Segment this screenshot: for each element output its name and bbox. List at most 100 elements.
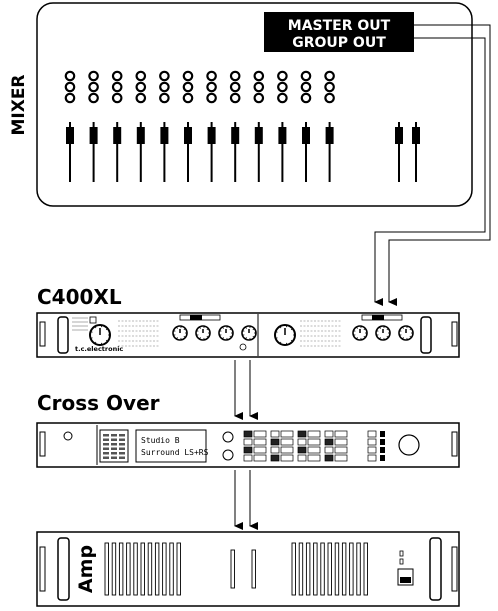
channel-knob: [159, 81, 170, 93]
fader-cap: [160, 127, 169, 144]
channel-strip: [135, 70, 147, 182]
channel-knob: [300, 70, 312, 82]
channel-knob: [111, 70, 123, 82]
group-out-cable: [374, 37, 486, 306]
amp-label: Amp: [75, 545, 97, 593]
channel-knob: [300, 92, 312, 104]
fader-cap: [412, 127, 420, 144]
channel-knob: [324, 70, 335, 82]
master-fader: [412, 122, 420, 182]
crossover-input-b: [222, 449, 234, 461]
group-out-label: GROUP OUT: [292, 35, 386, 51]
crossover-unit: Studio B Surround LS+RS: [36, 422, 460, 468]
channel-knob: [64, 92, 76, 104]
fader-cap: [254, 127, 263, 144]
master-fader: [395, 122, 403, 182]
channel-knob: [206, 70, 217, 82]
c400xl-unit: t.c.electronic: [36, 312, 460, 358]
amp-handle-right: [429, 537, 442, 601]
crossover-meters: [99, 429, 129, 463]
fader-cap: [66, 127, 74, 144]
channel-strip: [64, 70, 76, 182]
channel-strip: [206, 70, 217, 182]
channel-knob: [253, 81, 265, 93]
channel-knob: [64, 81, 76, 93]
channel-knob: [88, 70, 99, 82]
c400xl-handle-left: [57, 316, 69, 354]
crossover-label: Cross Over: [37, 391, 160, 415]
amp-vents: [104, 542, 368, 596]
channel-strip: [111, 70, 123, 182]
crossover-input-a: [222, 431, 234, 443]
channel-knob: [277, 81, 288, 93]
channel-strip: [88, 70, 99, 182]
mixer-output-label-box: [264, 12, 414, 52]
channel-knob: [135, 81, 147, 93]
fader-cap: [207, 127, 216, 144]
amp-rack-panel: [36, 531, 460, 607]
rotary-knob: [241, 325, 257, 341]
channel-knob: [253, 70, 265, 82]
channel-knob: [135, 70, 147, 82]
channel-strip: [182, 70, 194, 182]
channel-knob: [277, 92, 288, 104]
c400xl-label: C400XL: [37, 285, 122, 309]
amp-handle-left: [57, 537, 70, 601]
rotary-knob: [89, 324, 111, 346]
mixer: MIXER MASTER OUT GROUP OUT: [9, 2, 473, 207]
crossover-main-knob: [398, 434, 420, 456]
channel-strip: [229, 70, 241, 182]
fader-cap: [278, 127, 287, 144]
rotary-knob: [195, 325, 211, 341]
channel-knob: [64, 70, 76, 82]
mixer-channel-strips: [64, 70, 335, 182]
crossover-to-amp-cables: [234, 470, 258, 530]
channel-knob: [277, 70, 288, 82]
c400-to-crossover-cables: [234, 360, 258, 420]
channel-knob: [324, 81, 335, 93]
channel-knob: [88, 92, 99, 104]
channel-knob: [300, 81, 312, 93]
rotary-knob: [398, 325, 414, 341]
crossover-button-grid: [243, 430, 385, 462]
channel-strip: [253, 70, 265, 182]
rotary-knob: [352, 325, 368, 341]
channel-knob: [253, 92, 265, 104]
rotary-knob: [172, 325, 188, 341]
channel-knob: [182, 92, 194, 104]
crossover-display-line-2: Surround LS+RS: [141, 448, 209, 457]
mixer-master-faders: [395, 122, 420, 182]
channel-knob: [229, 70, 241, 82]
crossover-display: [135, 429, 207, 463]
channel-knob: [206, 92, 217, 104]
channel-knob: [324, 92, 335, 104]
channel-strip: [159, 70, 170, 182]
channel-knob: [159, 70, 170, 82]
c400xl-brand: t.c.electronic: [75, 345, 123, 353]
channel-knob: [206, 81, 217, 93]
master-out-label: MASTER OUT: [288, 18, 391, 34]
fader-cap: [136, 127, 145, 144]
amp-unit: Amp: [36, 531, 460, 607]
channel-knob: [111, 81, 123, 93]
mixer-body: [36, 2, 473, 207]
channel-strip: [300, 70, 312, 182]
fader-cap: [325, 127, 334, 144]
fader-cap: [231, 127, 240, 144]
channel-strip: [324, 70, 335, 182]
fader-cap: [302, 127, 310, 144]
fader-cap: [113, 127, 122, 144]
channel-knob: [159, 92, 170, 104]
channel-knob: [229, 92, 241, 104]
mixer-label: MIXER: [9, 74, 29, 135]
crossover-display-line-1: Studio B: [141, 436, 180, 445]
rotary-knob: [375, 325, 391, 341]
fader-cap: [184, 127, 192, 144]
master-out-cable: [388, 24, 491, 306]
channel-knob: [135, 92, 147, 104]
channel-strip: [277, 70, 288, 182]
rotary-knob: [218, 325, 234, 341]
channel-knob: [229, 81, 241, 93]
c400xl-handle-right: [420, 316, 432, 354]
